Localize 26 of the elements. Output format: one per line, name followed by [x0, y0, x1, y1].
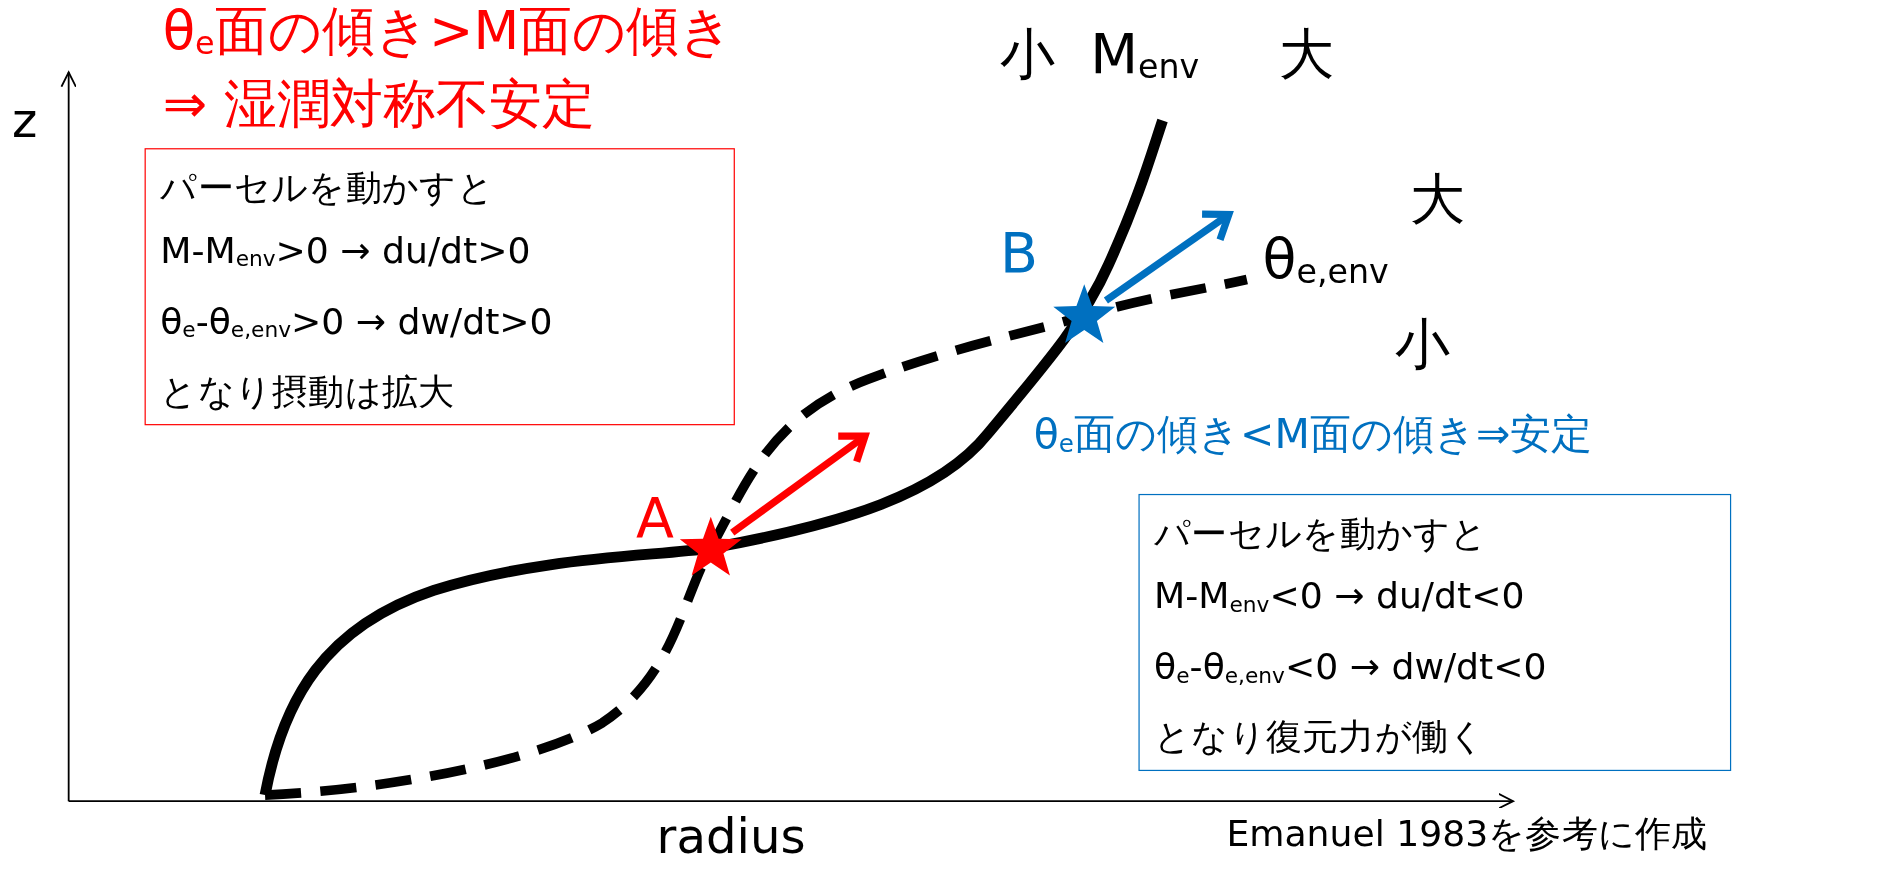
- label: θ$_{e}$面の傾き<M面の傾き⇒安定: [1033, 412, 1593, 458]
- axis-label: radius: [656, 809, 806, 863]
- box-text: θ$_{e}$-θ$_{e,env}$<0 → dw/dt<0: [1154, 644, 1548, 690]
- axis-label: z: [12, 93, 38, 147]
- box-text: となり復元力が働く: [1154, 715, 1487, 761]
- label: M$_{env}$: [1090, 24, 1200, 87]
- point-label: B: [999, 222, 1038, 284]
- box-text: M-M$_{env}$>0 → du/dt>0: [160, 227, 532, 274]
- label: 大: [1409, 168, 1465, 230]
- label: ⇒ 湿潤対称不安定: [162, 74, 595, 133]
- box-text: パーセルを動かすと: [1154, 511, 1489, 557]
- label: 小: [999, 24, 1056, 86]
- label: θ$_{e}$面の傾き>M面の傾き: [162, 2, 734, 61]
- arrow: [1103, 210, 1233, 304]
- box-text: θ$_{e}$-θ$_{e,env}$>0 → dw/dt>0: [160, 298, 554, 344]
- text-box: [1138, 493, 1732, 771]
- box-text: パーセルを動かすと: [160, 165, 495, 211]
- label: θ$_{e,env}$: [1262, 228, 1389, 291]
- box-text: となり摂動は拡大: [160, 369, 456, 415]
- point-label: A: [636, 487, 674, 549]
- label: Emanuel 1983を参考に作成: [1226, 813, 1708, 853]
- label: 小: [1395, 313, 1451, 375]
- arrow: [730, 432, 869, 536]
- text-box: [144, 148, 735, 426]
- box-text: M-M$_{env}$<0 → du/dt<0: [1154, 573, 1526, 619]
- label: 大: [1279, 24, 1335, 86]
